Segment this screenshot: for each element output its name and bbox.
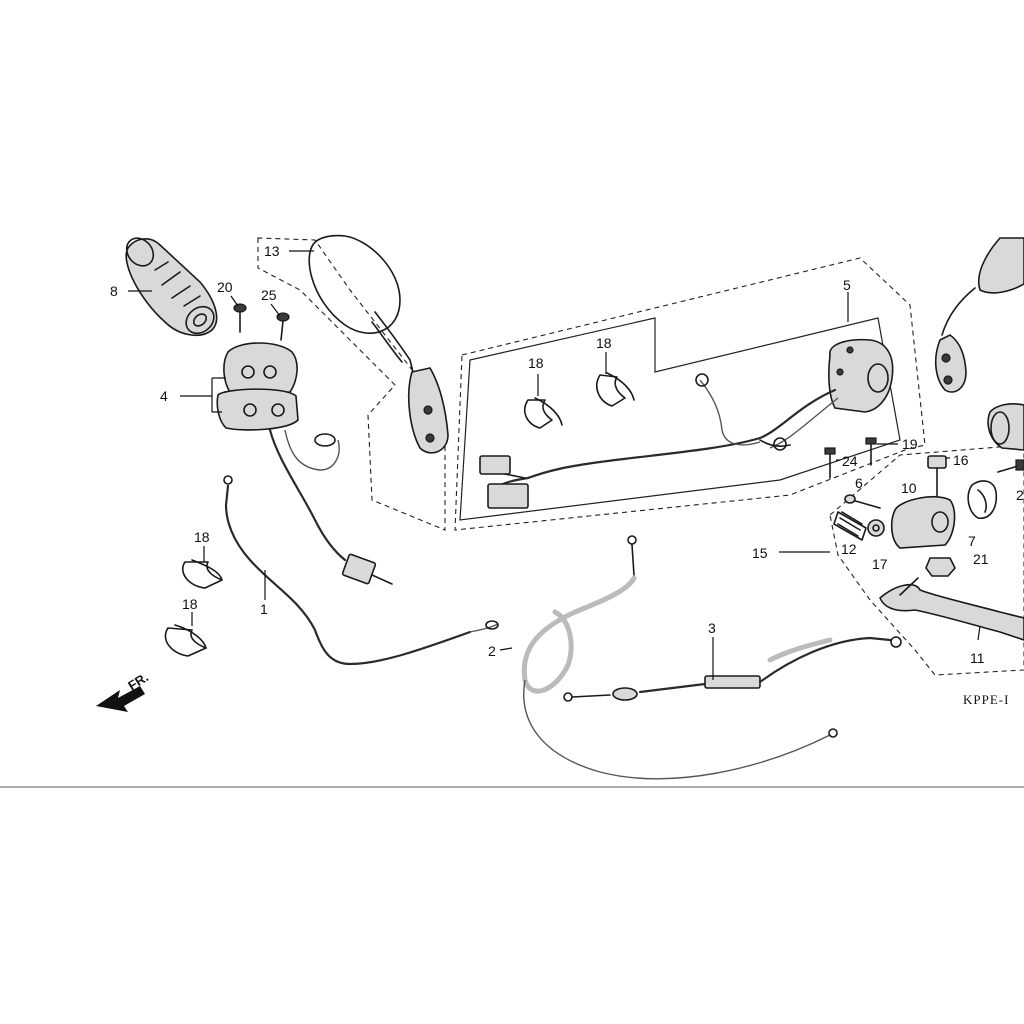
mirror-group-outline: [257, 237, 446, 531]
throttle-cable-1: [223, 475, 499, 666]
bolt-16: [927, 455, 947, 501]
callout-3: 3: [708, 620, 716, 636]
diagram-code: KPPE-I: [963, 692, 1009, 707]
callout-18-c: 18: [194, 529, 210, 545]
callout-10: 10: [901, 480, 917, 496]
callout-18-d: 18: [182, 596, 198, 612]
screw-25: [276, 312, 290, 341]
leader-lines: [128, 250, 981, 680]
callout-5: 5: [843, 277, 851, 293]
callout-24: 24: [842, 453, 858, 469]
nut-17: [867, 519, 885, 537]
right-switch-housing: [828, 338, 894, 413]
throttle-housing: [216, 342, 393, 585]
clip-18-c: [181, 559, 223, 589]
left-mirror: [308, 234, 449, 454]
lever-11: [879, 577, 1024, 641]
callout-2: 2: [488, 643, 496, 659]
callout-7: 7: [968, 533, 976, 549]
callout-16: 16: [953, 452, 969, 468]
screw-right: [997, 459, 1024, 473]
cable-3: [563, 636, 902, 702]
callout-4: 4: [160, 388, 168, 404]
clip-18-b: [596, 372, 635, 407]
cable-2: [521, 535, 838, 780]
callout-11: 11: [970, 650, 985, 666]
spring-12: [833, 511, 867, 541]
callout-21: 21: [973, 551, 989, 567]
bracket-10: [890, 496, 956, 549]
front-direction-arrow: [96, 686, 145, 712]
switch-wire-harness: [479, 373, 839, 509]
callout-13: 13: [264, 243, 280, 259]
right-grip: [987, 403, 1024, 451]
clip-18-d: [164, 624, 207, 657]
callout-19: 19: [902, 436, 918, 452]
callout-1: 1: [260, 601, 268, 617]
nut-21: [925, 557, 956, 577]
callout-18-b: 18: [596, 335, 612, 351]
right-mirror: [934, 237, 1024, 393]
clip-18-a: [524, 397, 563, 429]
callout-20: 20: [217, 279, 233, 295]
callout-12: 12: [841, 541, 857, 557]
callout-2-right: 2: [1016, 487, 1024, 503]
callout-labels: 8 4 13 20 25 5 18 18 19 24 18 18 1 2 3 1…: [110, 243, 1024, 707]
callout-15: 15: [752, 545, 768, 561]
bolt-24: [824, 447, 836, 479]
bolt-19: [865, 437, 877, 466]
lever-group-outline: [829, 444, 1024, 676]
callout-18-a: 18: [528, 355, 544, 371]
front-label: FR.: [125, 669, 151, 693]
callout-17: 17: [872, 556, 888, 572]
pin-6: [844, 494, 881, 509]
holder-7: [967, 480, 998, 519]
left-grip: [125, 237, 218, 337]
callout-6: 6: [855, 475, 863, 491]
screw-20: [233, 303, 247, 333]
callout-8: 8: [110, 283, 118, 299]
callout-25: 25: [261, 287, 277, 303]
